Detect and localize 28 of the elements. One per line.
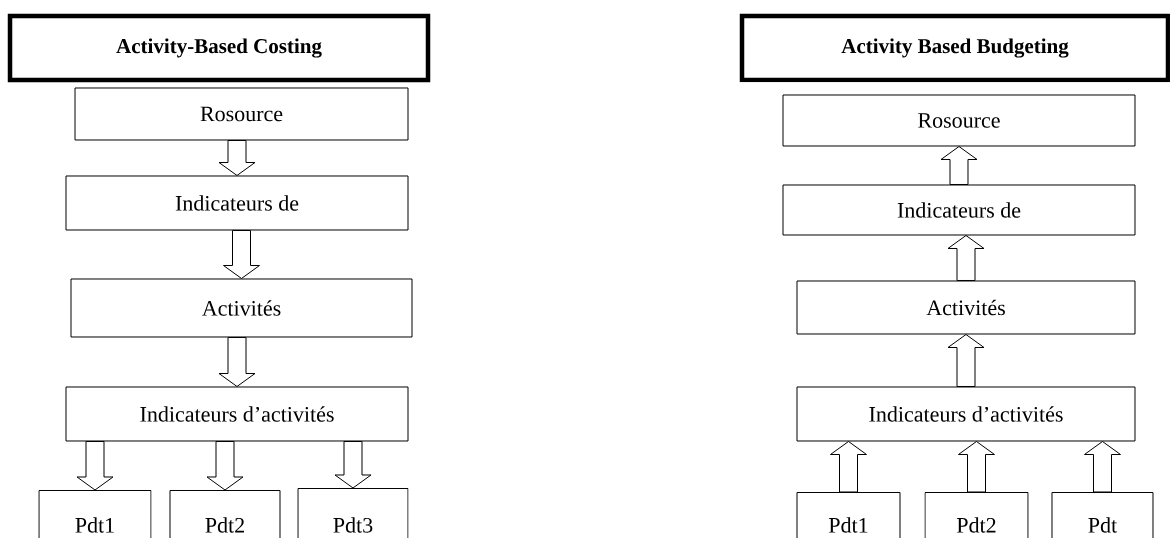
product-box: Pdt1 bbox=[796, 492, 901, 538]
process-box: Activités bbox=[796, 280, 1136, 335]
hollow-arrow bbox=[206, 441, 244, 491]
hollow-arrow bbox=[947, 334, 985, 387]
process-box: Indicateurs d’activités bbox=[796, 386, 1136, 442]
process-box: Indicateurs de bbox=[65, 175, 409, 231]
hollow-arrow bbox=[958, 441, 995, 493]
hollow-arrow bbox=[947, 235, 985, 281]
hollow-arrow bbox=[218, 337, 256, 387]
process-box: Indicateurs de bbox=[782, 184, 1136, 236]
product-box: Pdt bbox=[1051, 492, 1154, 538]
product-box: Pdt2 bbox=[169, 490, 281, 538]
product-box: Pdt3 bbox=[297, 488, 409, 538]
hollow-arrow bbox=[218, 140, 256, 176]
hollow-arrow bbox=[223, 230, 260, 279]
product-box: Pdt1 bbox=[38, 490, 152, 538]
hollow-arrow bbox=[334, 441, 372, 489]
hollow-arrow bbox=[830, 441, 867, 493]
title-box: Activity Based Budgeting bbox=[739, 13, 1170, 83]
hollow-arrow bbox=[1084, 441, 1121, 493]
hollow-arrow bbox=[940, 146, 978, 185]
product-box: Pdt2 bbox=[924, 492, 1029, 538]
process-box: Activités bbox=[70, 278, 413, 338]
process-box: Rosource bbox=[782, 94, 1136, 147]
title-box: Activity-Based Costing bbox=[7, 13, 431, 83]
process-box: Rosource bbox=[74, 87, 409, 141]
process-box: Indicateurs d’activités bbox=[65, 386, 409, 442]
hollow-arrow bbox=[76, 441, 114, 491]
